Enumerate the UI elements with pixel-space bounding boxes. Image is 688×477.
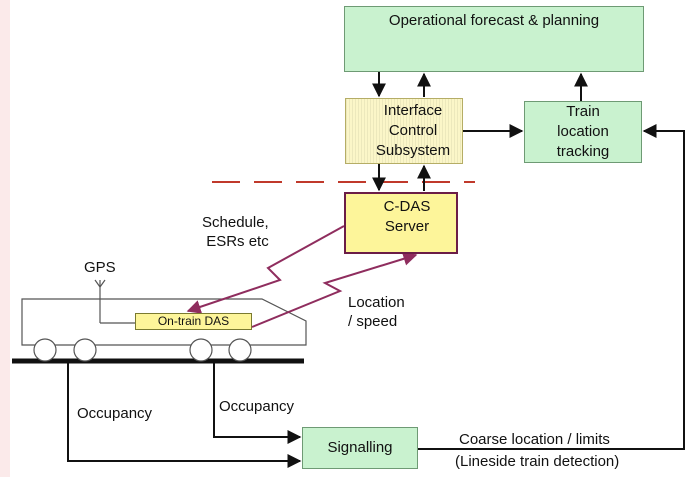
cdas-label-line-2: Server [384, 218, 430, 235]
occupancy-path-left [67, 362, 302, 468]
cdas-server-box: C-DAS Server [344, 192, 458, 254]
arrow-signalling-to-tracking [418, 124, 685, 450]
tracking-label-line-2: location [557, 123, 609, 140]
occupancy-label-right: Occupancy [219, 398, 295, 415]
left-margin-band [0, 0, 10, 477]
schedule-label-line-1: Schedule, [202, 214, 269, 231]
operational-forecast-label: Operational forecast & planning [388, 12, 600, 29]
cdas-label-line-1: C-DAS [383, 198, 431, 215]
coarse-location-label: Coarse location / limits [459, 431, 610, 448]
operational-forecast-box: Operational forecast & planning [344, 6, 644, 72]
ics-label-line-2: Control [388, 122, 438, 139]
ics-label-line-1: Interface [383, 102, 443, 119]
gps-antenna-icon [94, 279, 135, 324]
train-location-tracking-box: Train location tracking [524, 101, 642, 163]
on-train-das-box: On-train DAS [135, 313, 252, 330]
wheel-1 [33, 338, 57, 362]
ics-label-line-3: Subsystem [375, 142, 451, 159]
train-wheels [33, 338, 252, 362]
schedule-esrs-label: Schedule, ESRs etc [202, 213, 269, 251]
signalling-box: Signalling [302, 427, 418, 469]
gps-label: GPS [84, 259, 116, 276]
lineside-detection-label: (Lineside train detection) [455, 453, 620, 470]
link-ontrain-to-cdas [251, 252, 418, 328]
interface-control-subsystem-box: Interface Control Subsystem [345, 98, 463, 164]
tracking-label-line-3: tracking [556, 143, 610, 160]
wheel-2 [73, 338, 97, 362]
occupancy-label-left: Occupancy [77, 405, 153, 422]
wheel-4 [228, 338, 252, 362]
link-cdas-to-ontrain [186, 225, 345, 314]
location-speed-label: Location / speed [348, 293, 405, 331]
signalling-label: Signalling [327, 439, 393, 456]
location-label-line-2: / speed [348, 313, 398, 330]
schedule-label-line-2: ESRs etc [206, 233, 269, 250]
wheel-3 [189, 338, 213, 362]
location-label-line-1: Location [348, 294, 405, 311]
on-train-das-label: On-train DAS [157, 314, 230, 328]
tracking-label-line-1: Train [566, 103, 600, 120]
occupancy-path-right [213, 362, 302, 444]
